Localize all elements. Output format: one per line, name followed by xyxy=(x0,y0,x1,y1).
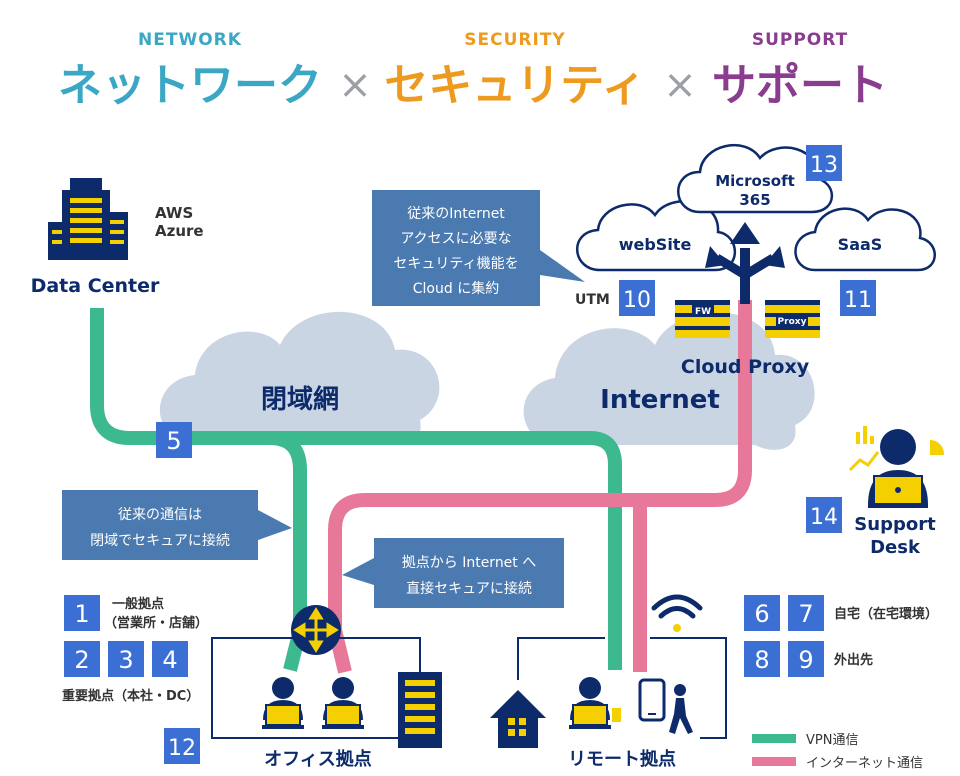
callout-cloud-line-4: Cloud に集約 xyxy=(413,280,499,297)
title-network: ネットワーク xyxy=(58,60,322,111)
header: NETWORK SECURITY SUPPORT ネットワーク × セキュリティ… xyxy=(58,30,888,111)
subtitle-network: NETWORK xyxy=(138,30,242,50)
saas-cloud: SaaS xyxy=(794,207,936,272)
legend: VPN通信 インターネット通信 xyxy=(752,733,923,771)
legend-internet-label: インターネット通信 xyxy=(806,756,923,771)
office-worker-icon-1 xyxy=(262,677,304,729)
home-label: 自宅（在宅環境） xyxy=(834,606,938,622)
badge-4: 4 xyxy=(162,646,177,674)
general-site-label: 一般拠点 xyxy=(112,596,164,612)
badge-10: 10 xyxy=(623,288,651,313)
website-cloud: webSite xyxy=(576,200,737,272)
microsoft-365-label: 365 xyxy=(739,191,770,209)
badge-8: 8 xyxy=(754,646,769,674)
badge-13: 13 xyxy=(810,153,838,178)
callout-closed-line-2: 閉域でセキュアに接続 xyxy=(90,532,230,549)
internet-line-office xyxy=(328,300,752,674)
badge-14: 14 xyxy=(810,505,838,530)
general-site-sublabel: （営業所・店舗） xyxy=(104,615,208,631)
microsoft-label: Microsoft xyxy=(715,172,795,190)
callout-closed-secure: 従来の通信は 閉域でセキュアに接続 xyxy=(62,490,292,560)
badge-5: 5 xyxy=(166,427,181,455)
support-desk-label-1: Support xyxy=(854,514,936,535)
datacenter-icon xyxy=(48,178,128,260)
badge-6: 6 xyxy=(754,600,769,628)
callout-direct-line-1: 拠点から Internet へ xyxy=(402,555,537,571)
office-label: オフィス拠点 xyxy=(264,748,372,770)
aws-label: AWS xyxy=(155,204,193,222)
walking-person-icon xyxy=(669,684,693,734)
callout-cloud-line-3: セキュリティ機能を xyxy=(393,256,518,272)
cloud-proxy-label: Cloud Proxy xyxy=(681,356,810,378)
title-support: サポート xyxy=(712,60,888,111)
times-sign-1: × xyxy=(338,62,372,108)
support-desk-icon xyxy=(848,426,945,508)
subtitle-security: SECURITY xyxy=(464,30,565,50)
microsoft-cloud: Microsoft 365 xyxy=(677,143,834,214)
callout-closed-line-1: 従来の通信は xyxy=(118,507,202,523)
callout-cloud-line-1: 従来のInternet xyxy=(407,206,505,222)
remote-label: リモート拠点 xyxy=(568,748,676,770)
subtitle-support: SUPPORT xyxy=(752,30,848,50)
vpn-line-remote xyxy=(190,431,622,670)
badge-3: 3 xyxy=(118,646,133,674)
office-box xyxy=(211,637,421,739)
home-icon xyxy=(490,690,546,748)
proxy-label: Proxy xyxy=(778,317,807,327)
closed-network-cloud: 閉域網 xyxy=(159,311,440,445)
badge-1: 1 xyxy=(74,600,89,628)
wifi-icon xyxy=(651,594,703,632)
proxy-icon: Proxy xyxy=(765,300,820,338)
badges: 1 2 3 4 5 6 7 8 9 10 11 12 13 14 xyxy=(64,145,876,764)
title-security: セキュリティ xyxy=(384,60,645,111)
times-sign-2: × xyxy=(663,62,697,108)
callout-cloud-line-2: アクセスに必要な xyxy=(400,231,511,247)
firewall-icon: FW xyxy=(675,300,730,338)
router-icon xyxy=(291,605,341,655)
badge-12: 12 xyxy=(168,736,196,761)
website-label: webSite xyxy=(619,235,692,254)
badge-11: 11 xyxy=(844,288,872,313)
office-worker-icon-2 xyxy=(322,677,364,729)
remote-box xyxy=(517,637,727,739)
legend-vpn-label: VPN通信 xyxy=(806,733,858,748)
outside-label: 外出先 xyxy=(833,652,873,668)
callout-direct-line-2: 直接セキュアに接続 xyxy=(406,580,532,597)
smartphone-icon xyxy=(638,678,666,722)
callout-direct-secure: 拠点から Internet へ 直接セキュアに接続 xyxy=(342,538,564,608)
closed-network-label: 閉域網 xyxy=(261,384,339,415)
office-building-icon xyxy=(398,672,442,748)
legend-vpn-swatch xyxy=(752,734,796,743)
azure-label: Azure xyxy=(155,222,204,240)
datacenter-label: Data Center xyxy=(31,275,160,297)
internet-label: Internet xyxy=(600,385,720,415)
fw-label: FW xyxy=(695,307,711,317)
saas-label: SaaS xyxy=(838,235,883,254)
remote-worker-icon xyxy=(569,677,621,729)
utm-label: UTM xyxy=(575,292,610,308)
badge-7: 7 xyxy=(798,600,813,628)
important-site-label: 重要拠点（本社・DC） xyxy=(62,688,199,704)
badge-9: 9 xyxy=(798,646,813,674)
arrow-icon xyxy=(705,222,785,304)
support-desk-label-2: Desk xyxy=(870,537,921,558)
badge-2: 2 xyxy=(74,646,89,674)
internet-lines xyxy=(328,300,752,674)
callout-cloud-security: 従来のInternet アクセスに必要な セキュリティ機能を Cloud に集約 xyxy=(372,190,585,306)
legend-internet-swatch xyxy=(752,757,796,766)
